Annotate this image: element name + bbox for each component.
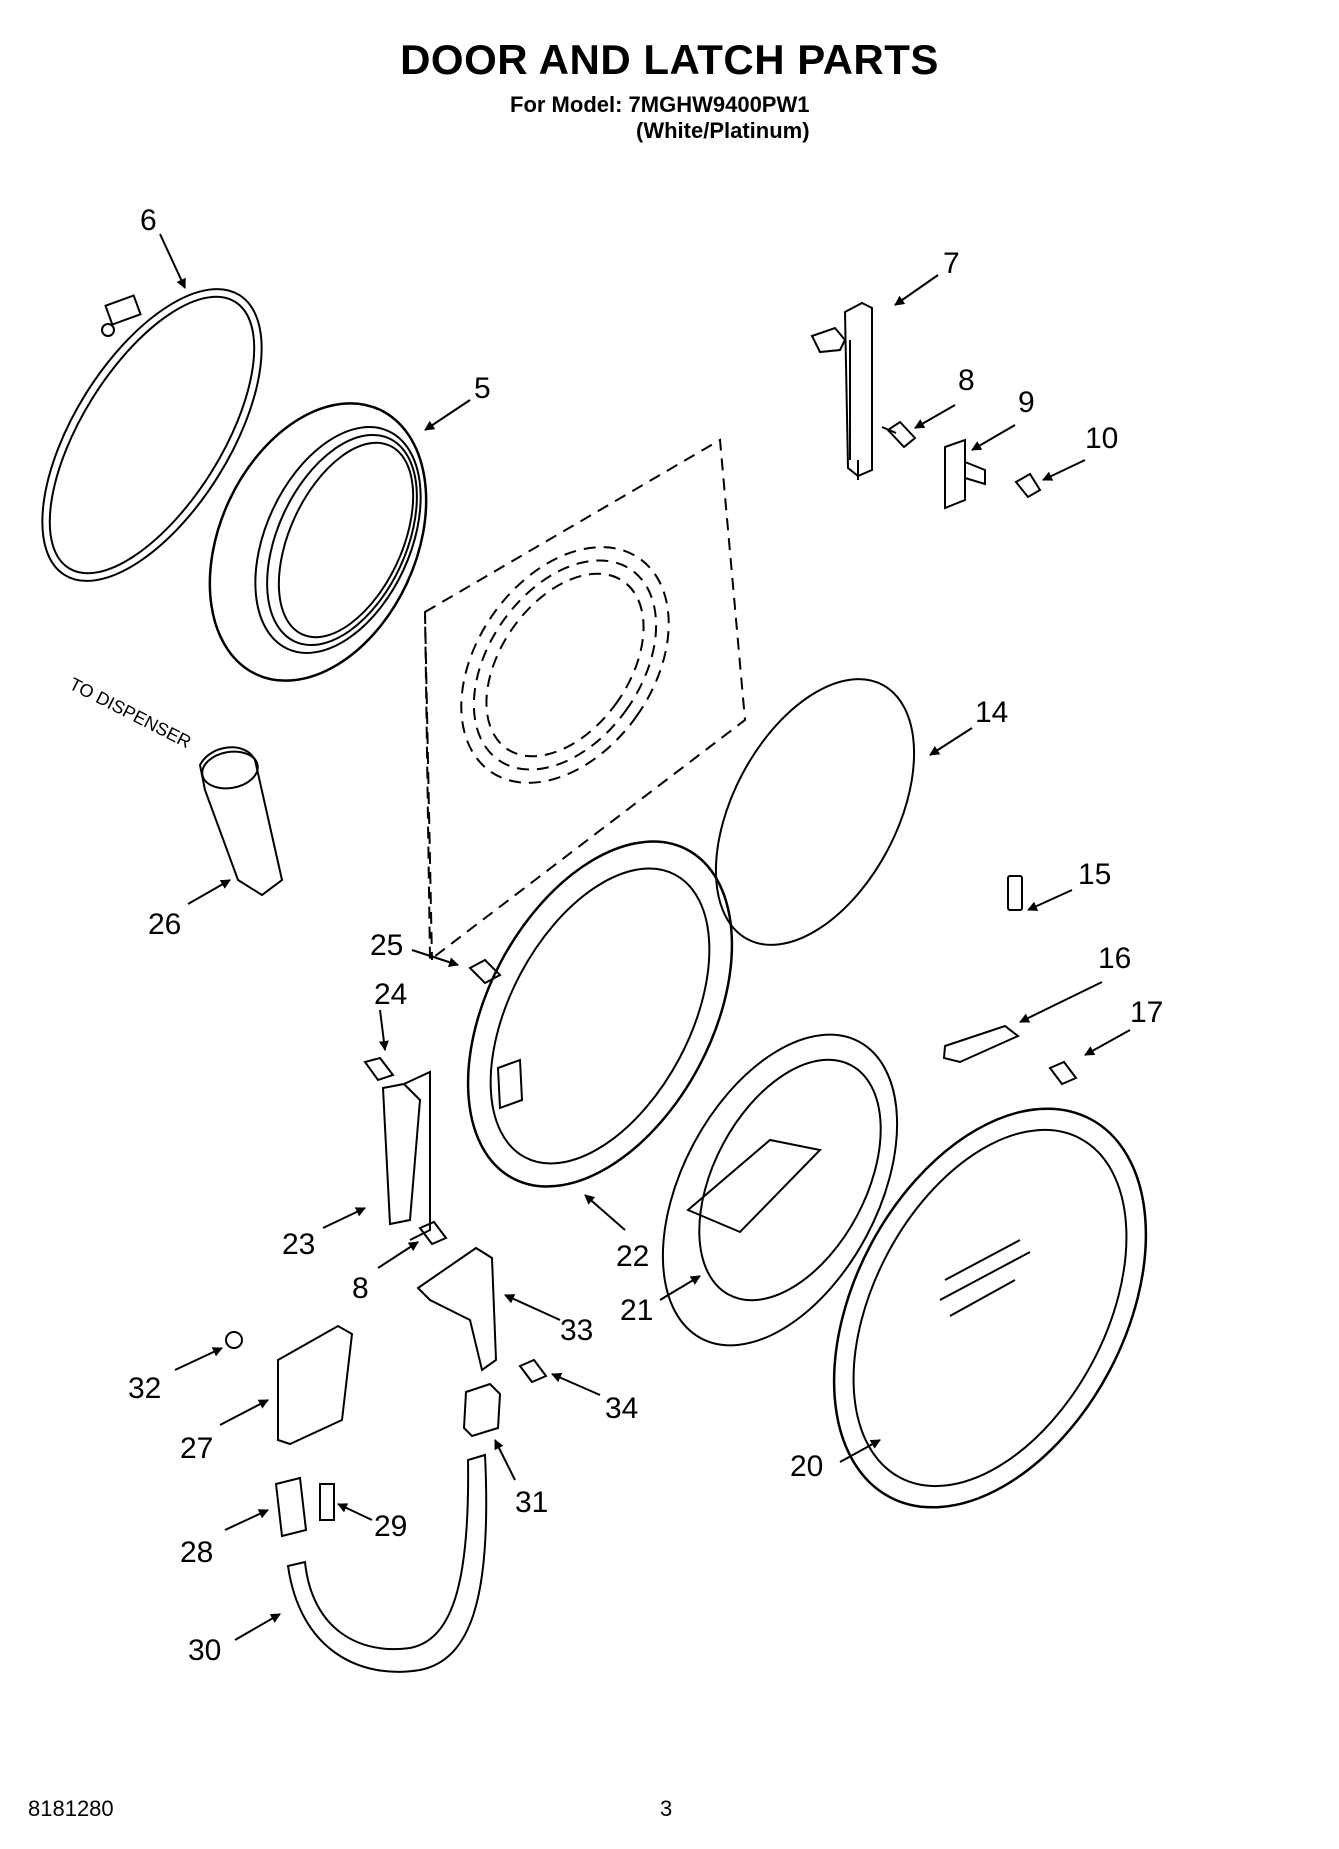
callout-7: 7 <box>943 247 960 280</box>
callout-8a: 8 <box>958 364 975 397</box>
arrow-29 <box>337 1503 373 1521</box>
window-seal-part-14 <box>714 678 916 946</box>
strike-part-9 <box>944 438 986 510</box>
arrow-34 <box>551 1373 601 1396</box>
arrow-8a <box>914 404 956 429</box>
callout-27: 27 <box>180 1432 213 1465</box>
screw-part-10 <box>1014 472 1042 499</box>
screw-part-25 <box>468 958 502 985</box>
arrow-31 <box>494 1439 516 1481</box>
arrow-22 <box>584 1194 626 1231</box>
clip-part-15 <box>1007 875 1023 911</box>
clip-part-28 <box>274 1476 308 1538</box>
callout-22: 22 <box>616 1240 649 1273</box>
screw-part-17 <box>1048 1060 1078 1086</box>
callout-14: 14 <box>975 696 1008 729</box>
arrow-15 <box>1027 889 1073 911</box>
screw-part-34 <box>518 1358 548 1384</box>
callout-9: 9 <box>1018 386 1035 419</box>
arrow-24 <box>378 1009 389 1051</box>
callout-30: 30 <box>188 1634 221 1667</box>
hinge-plate-part-16 <box>942 1024 1020 1064</box>
arrow-32 <box>174 1347 223 1371</box>
callout-32: 32 <box>128 1372 161 1405</box>
arrow-17 <box>1084 1029 1131 1056</box>
model-line: For Model: 7MGHW9400PW1 <box>510 92 810 117</box>
screw-part-24 <box>363 1056 395 1082</box>
callout-10: 10 <box>1085 422 1118 455</box>
arrow-26 <box>187 879 231 905</box>
callout-28: 28 <box>180 1536 213 1569</box>
callout-21: 21 <box>620 1294 653 1327</box>
handle-cover-part-33 <box>416 1246 498 1372</box>
color-line: (White/Platinum) <box>636 118 810 143</box>
front-panel-outline <box>423 438 747 962</box>
callout-25: 25 <box>370 929 403 962</box>
callout-24: 24 <box>374 978 407 1011</box>
callout-17: 17 <box>1130 996 1163 1029</box>
latch-block-part-31 <box>462 1382 502 1438</box>
page-number: 3 <box>660 1796 673 1821</box>
door-glass-part-21 <box>661 1033 899 1347</box>
dispenser-hose-part-26 <box>198 746 284 897</box>
arrow-14 <box>929 727 973 756</box>
arrow-21 <box>659 1275 701 1301</box>
callout-29: 29 <box>374 1510 407 1543</box>
callout-34: 34 <box>605 1392 638 1425</box>
arrow-23 <box>322 1207 366 1229</box>
callout-26: 26 <box>148 908 181 941</box>
nut-part-32 <box>225 1331 243 1349</box>
callout-33: 33 <box>560 1314 593 1347</box>
callout-23: 23 <box>282 1228 315 1261</box>
insert-part-29 <box>319 1483 335 1521</box>
trim-strip-part-30 <box>286 1453 488 1673</box>
arrow-8b <box>377 1241 419 1269</box>
door-gasket-part-5 <box>208 402 428 682</box>
screw-part-8-upper <box>881 420 917 449</box>
arrow-10 <box>1042 459 1086 481</box>
clamp-ring-part-6 <box>41 288 263 582</box>
to-dispenser-label: TO DISPENSER <box>66 674 194 753</box>
door-lock-part-7 <box>810 301 873 480</box>
arrow-20 <box>839 1439 881 1463</box>
arrow-16 <box>1019 981 1103 1023</box>
callout-20: 20 <box>790 1450 823 1483</box>
page-title: DOOR AND LATCH PARTS <box>400 36 939 83</box>
arrow-7 <box>894 274 939 306</box>
outer-door-part-20 <box>832 1107 1148 1509</box>
callout-8b: 8 <box>352 1272 369 1305</box>
arrow-33 <box>504 1294 561 1321</box>
arrow-6 <box>159 233 186 289</box>
callout-16: 16 <box>1098 942 1131 975</box>
callout-6: 6 <box>140 204 157 237</box>
inner-door-frame-part-22 <box>466 840 734 1188</box>
arrow-5 <box>424 399 471 431</box>
arrow-30 <box>234 1613 281 1641</box>
arrow-9 <box>971 424 1016 451</box>
callout-31: 31 <box>515 1486 548 1519</box>
callout-15: 15 <box>1078 858 1111 891</box>
arrow-28 <box>224 1509 269 1531</box>
doc-number: 8181280 <box>28 1796 114 1821</box>
screw-part-8-lower <box>418 1220 448 1246</box>
callout-5: 5 <box>474 372 491 405</box>
arrow-27 <box>219 1399 269 1426</box>
arrow-25 <box>411 949 459 967</box>
handle-part-27 <box>277 1324 354 1446</box>
hinge-part-23 <box>381 1070 431 1241</box>
